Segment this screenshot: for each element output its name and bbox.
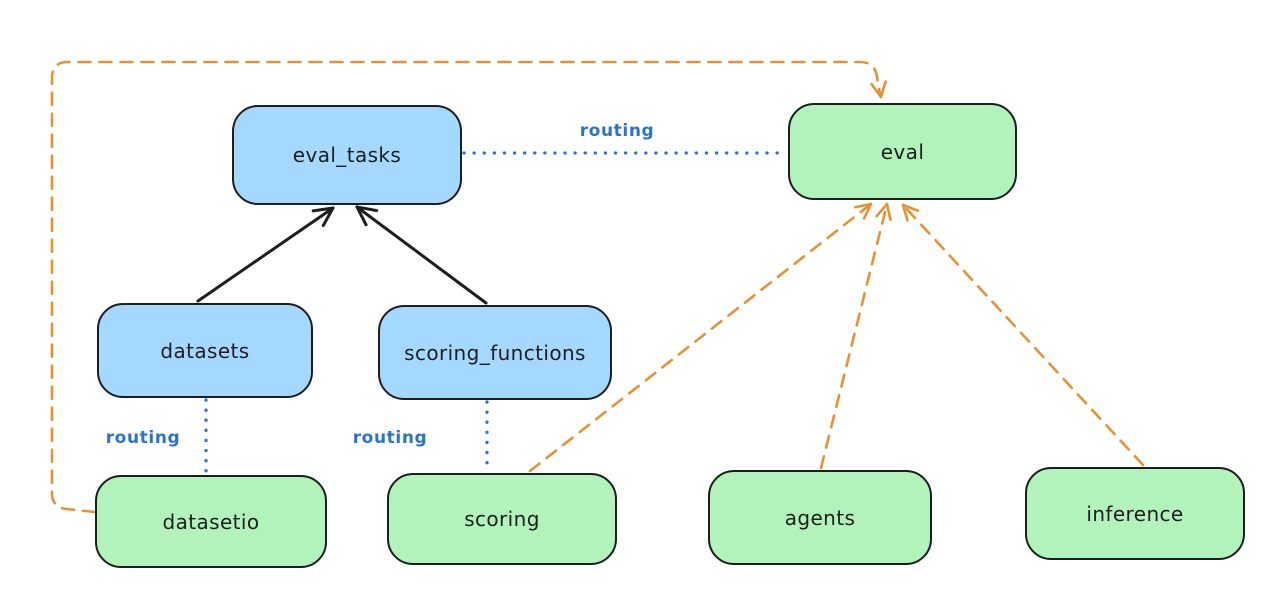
node-label: scoring_functions xyxy=(404,340,586,365)
node-label: eval xyxy=(880,139,925,164)
node-label: scoring xyxy=(464,507,540,531)
node-label: inference xyxy=(1086,501,1184,526)
node-datasetio: datasetio xyxy=(95,475,327,568)
routing-label-scoring: routing xyxy=(353,428,428,448)
node-label: datasets xyxy=(160,338,250,363)
node-inference: inference xyxy=(1025,467,1245,560)
routing-label-text: routing xyxy=(105,428,181,448)
node-scoring: scoring xyxy=(387,473,617,565)
node-agents: agents xyxy=(708,470,932,565)
node-datasets: datasets xyxy=(97,303,313,398)
node-label: datasetio xyxy=(162,509,260,534)
routing-label-eval: routing xyxy=(580,121,655,141)
routing-label-text: routing xyxy=(352,428,428,448)
node-scoring-functions: scoring_functions xyxy=(378,305,612,400)
node-eval: eval xyxy=(788,103,1017,200)
routing-label-datasetio: routing xyxy=(106,428,181,448)
node-label: agents xyxy=(784,505,856,530)
node-eval-tasks: eval_tasks xyxy=(232,105,462,205)
routing-label-text: routing xyxy=(579,121,655,141)
node-label: eval_tasks xyxy=(292,143,402,167)
